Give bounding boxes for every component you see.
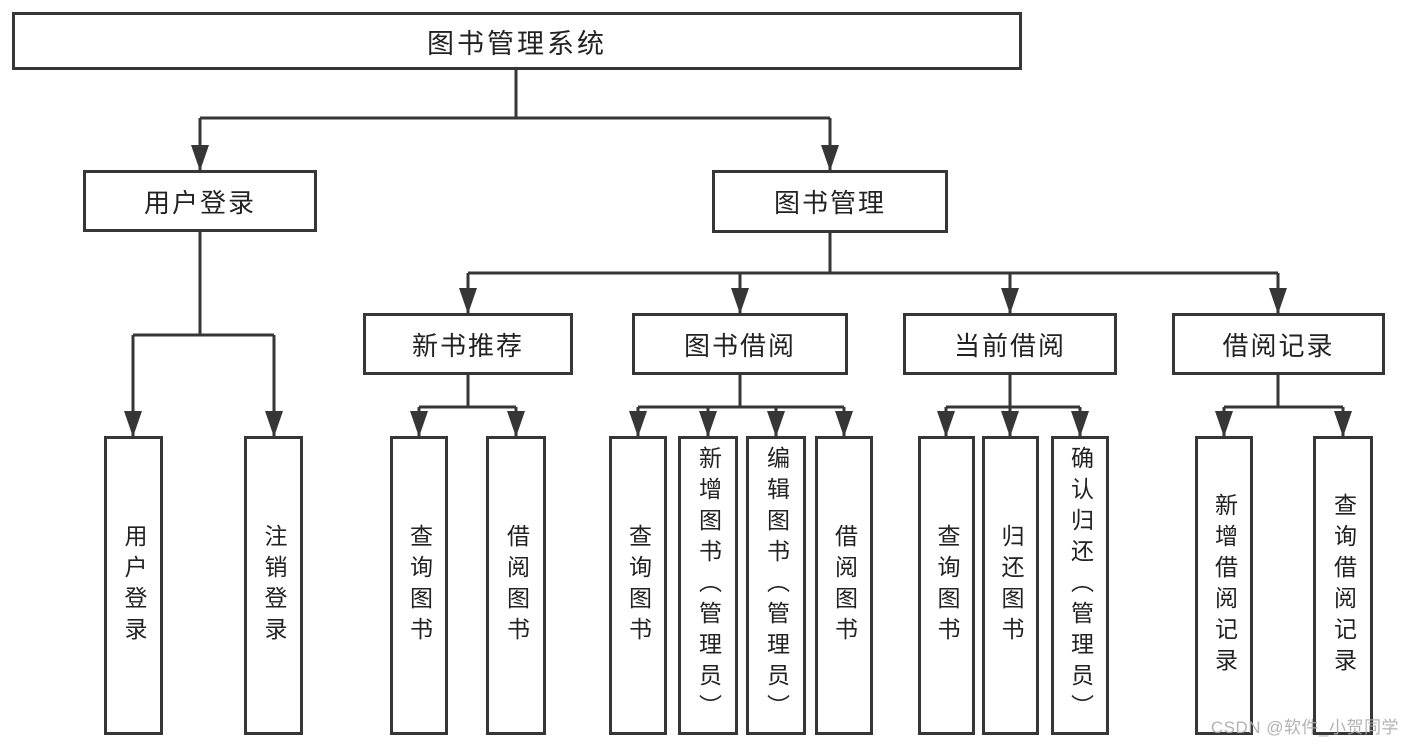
node-leaf-add-borrow-record: 新增借阅记录 (1195, 436, 1253, 735)
node-leaf-query-books-2: 查询图书 (609, 436, 667, 735)
node-current-borrowing-label: 当前借阅 (953, 330, 1066, 361)
node-book-management: 图书管理 (712, 170, 948, 233)
watermark: CSDN @软件_小贺同学 (1210, 718, 1399, 737)
node-leaf-user-login: 用户登录 (104, 436, 163, 735)
node-leaf-query-books-2-label: 查询图书 (625, 523, 652, 648)
node-borrowing-records-label: 借阅记录 (1222, 330, 1335, 361)
node-leaf-logout: 注销登录 (244, 436, 303, 735)
node-leaf-confirm-return-admin: 确认归还（管理员） (1051, 436, 1109, 735)
node-leaf-query-books-1-label: 查询图书 (406, 523, 433, 648)
node-root: 图书管理系统 (12, 12, 1022, 70)
node-leaf-borrow-books-2: 借阅图书 (815, 436, 873, 735)
node-leaf-edit-book-admin-label: 编辑图书（管理员） (763, 446, 790, 725)
node-leaf-add-book-admin: 新增图书（管理员） (678, 436, 738, 735)
node-leaf-query-books-3: 查询图书 (918, 436, 975, 735)
node-leaf-edit-book-admin: 编辑图书（管理员） (746, 436, 806, 735)
node-leaf-borrow-books-1-label: 借阅图书 (503, 523, 530, 648)
node-new-book-recommendation-label: 新书推荐 (411, 330, 524, 361)
node-leaf-query-books-1: 查询图书 (390, 436, 448, 735)
node-user-login: 用户登录 (83, 170, 317, 232)
node-root-label: 图书管理系统 (427, 28, 607, 59)
node-new-book-recommendation: 新书推荐 (363, 313, 573, 375)
node-leaf-user-login-label: 用户登录 (121, 523, 147, 648)
node-leaf-return-books: 归还图书 (982, 436, 1039, 735)
node-borrowing-records: 借阅记录 (1172, 313, 1385, 375)
node-current-borrowing: 当前借阅 (903, 313, 1117, 375)
node-book-borrowing-label: 图书借阅 (683, 330, 796, 361)
node-leaf-return-books-label: 归还图书 (998, 523, 1024, 648)
node-book-management-label: 图书管理 (773, 188, 886, 218)
node-leaf-query-borrow-record-label: 查询借阅记录 (1330, 492, 1357, 679)
node-leaf-query-borrow-record: 查询借阅记录 (1313, 436, 1373, 735)
node-leaf-confirm-return-admin-label: 确认归还（管理员） (1067, 446, 1094, 725)
node-leaf-add-book-admin-label: 新增图书（管理员） (695, 446, 722, 725)
node-leaf-logout-label: 注销登录 (261, 523, 287, 648)
node-user-login-label: 用户登录 (143, 187, 256, 218)
node-leaf-query-books-3-label: 查询图书 (934, 523, 960, 648)
node-leaf-add-borrow-record-label: 新增借阅记录 (1211, 492, 1238, 679)
node-book-borrowing: 图书借阅 (632, 313, 848, 375)
node-leaf-borrow-books-1: 借阅图书 (486, 436, 546, 735)
node-leaf-borrow-books-2-label: 借阅图书 (831, 523, 858, 648)
